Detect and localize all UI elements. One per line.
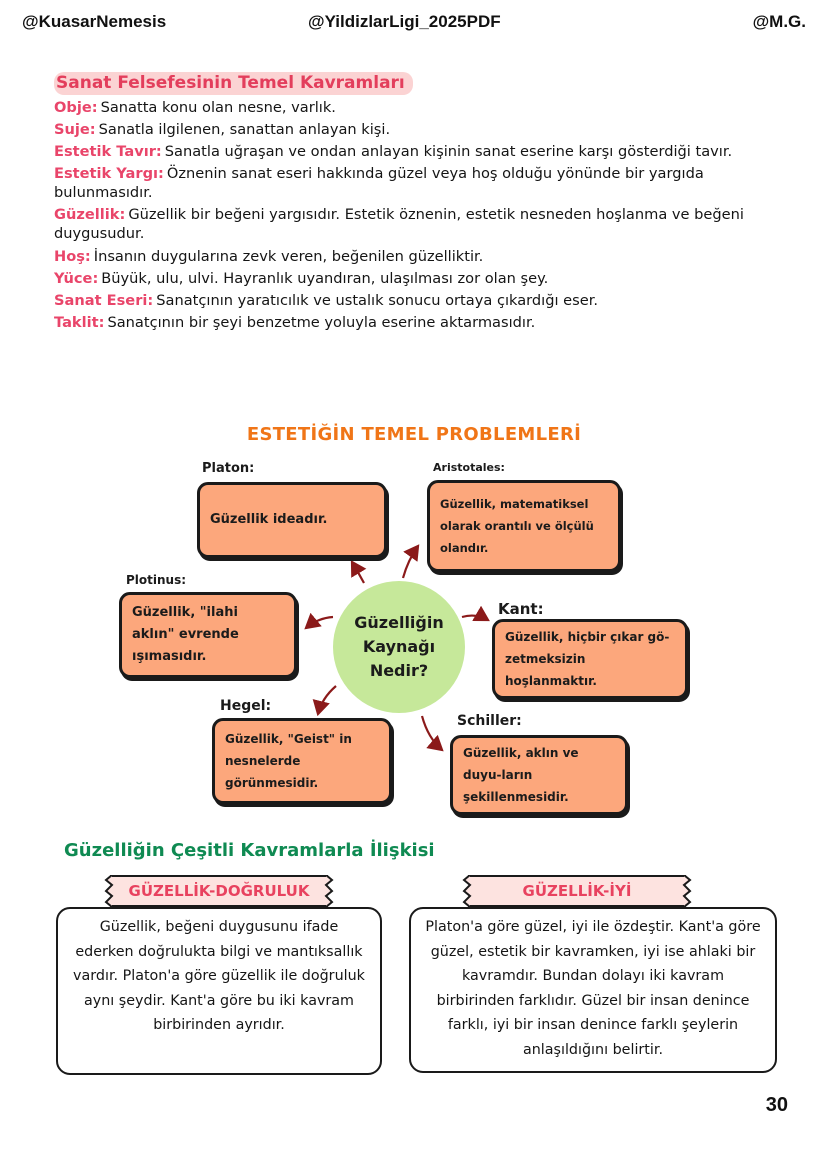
concepts-title: Sanat Felsefesinin Temel Kavramları (54, 72, 413, 95)
platon-node: Güzellik ideadır. (197, 482, 387, 558)
header-watermark-center: @YildizlarLigi_2025PDF (308, 12, 501, 31)
aristoteles-label: Aristotales: (433, 461, 505, 474)
concept-term: Taklit: (54, 314, 105, 331)
schiller-node: Güzellik, aklın ve duyu-ların şekillenme… (450, 735, 628, 815)
arrow-to-aristoteles (401, 544, 420, 579)
concept-item: Estetik Yargı:Öznenin sanat eseri hakkın… (54, 164, 784, 202)
ribbon-beauty-truth: GÜZELLİK-DOĞRULUK (104, 875, 334, 907)
ribbon-heading: GÜZELLİK-İYİ (522, 882, 632, 900)
concept-definition: Sanatta konu olan nesne, varlık. (100, 99, 336, 116)
concept-item: Estetik Tavır:Sanatla uğraşan ve ondan a… (54, 142, 784, 161)
center-question: Güzelliğin Kaynağı Nedir? (333, 581, 465, 713)
plotinus-label: Plotinus: (126, 573, 187, 587)
concept-definition: Sanatla uğraşan ve ondan anlayan kişinin… (164, 143, 733, 160)
header-watermark-right: @M.G. (752, 12, 806, 31)
ribbon-zigzag-left (104, 875, 114, 907)
arrow-to-kant (461, 605, 490, 622)
ribbon-heading: GÜZELLİK-DOĞRULUK (128, 882, 310, 900)
concept-item: Hoş:İnsanın duygularına zevk veren, beğe… (54, 247, 784, 266)
concept-item: Güzellik:Güzellik bir beğeni yargısıdır.… (54, 205, 784, 243)
concept-term: Sanat Eseri: (54, 292, 154, 309)
concept-definition: İnsanın duygularına zevk veren, beğenile… (93, 248, 484, 265)
concept-item: Obje:Sanatta konu olan nesne, varlık. (54, 98, 784, 117)
ribbon-zigzag-right (682, 875, 692, 907)
page-number: 30 (765, 1094, 788, 1116)
beauty-truth-box: Güzellik, beğeni duygusunu ifade ederken… (56, 907, 382, 1075)
ribbon-beauty-good: GÜZELLİK-İYİ (462, 875, 692, 907)
arrow-to-hegel (312, 685, 337, 717)
concept-definition: Sanatçının yaratıcılık ve ustalık sonucu… (156, 292, 599, 309)
concept-definition: Sanatla ilgilenen, sanattan anlayan kişi… (98, 121, 391, 138)
concept-term: Obje: (54, 99, 98, 116)
concept-definition: Sanatçının bir şeyi benzetme yoluyla ese… (107, 314, 536, 331)
beauty-good-box: Platon'a göre güzel, iyi ile özdeştir. K… (409, 907, 777, 1073)
arrow-to-platon (350, 560, 367, 584)
concept-term: Estetik Yargı: (54, 165, 164, 182)
ribbon-zigzag-left (462, 875, 472, 907)
arrow-to-schiller (420, 715, 444, 752)
concept-definition: Öznenin sanat eseri hakkında güzel veya … (54, 165, 704, 201)
hegel-node: Güzellik, "Geist" in nesnelerde görünmes… (212, 718, 392, 804)
concept-definition: Büyük, ulu, ulvi. Hayranlık uyandıran, u… (101, 270, 549, 287)
kant-label: Kant: (498, 600, 544, 618)
kant-node: Güzellik, hiçbir çıkar gö-zetmeksizin ho… (492, 619, 688, 699)
concept-definition: Güzellik bir beğeni yargısıdır. Estetik … (54, 206, 744, 242)
concept-term: Estetik Tavır: (54, 143, 162, 160)
relations-title: Güzelliğin Çeşitli Kavramlarla İlişkisi (64, 840, 435, 861)
concepts-section: Sanat Felsefesinin Temel Kavramları Obje… (54, 72, 784, 335)
concept-term: Yüce: (54, 270, 99, 287)
concept-item: Yüce:Büyük, ulu, ulvi. Hayranlık uyandır… (54, 269, 784, 288)
concept-term: Hoş: (54, 248, 91, 265)
concept-item: Taklit:Sanatçının bir şeyi benzetme yolu… (54, 313, 784, 332)
plotinus-node: Güzellik, "ilahi aklın" evrende ışımasıd… (119, 592, 297, 678)
concept-term: Suje: (54, 121, 96, 138)
platon-label: Platon: (202, 461, 255, 476)
schiller-label: Schiller: (457, 713, 522, 729)
diagram-title: ESTETİĞİN TEMEL PROBLEMLERİ (246, 424, 582, 445)
ribbon-zigzag-right (324, 875, 334, 907)
aristoteles-node: Güzellik, matematiksel olarak orantılı v… (427, 480, 621, 572)
header-watermark-left: @KuasarNemesis (22, 12, 167, 31)
hegel-label: Hegel: (220, 698, 272, 714)
arrow-to-plotinus (304, 612, 334, 630)
concept-item: Suje:Sanatla ilgilenen, sanattan anlayan… (54, 120, 784, 139)
concept-term: Güzellik: (54, 206, 126, 223)
concept-item: Sanat Eseri:Sanatçının yaratıcılık ve us… (54, 291, 784, 310)
